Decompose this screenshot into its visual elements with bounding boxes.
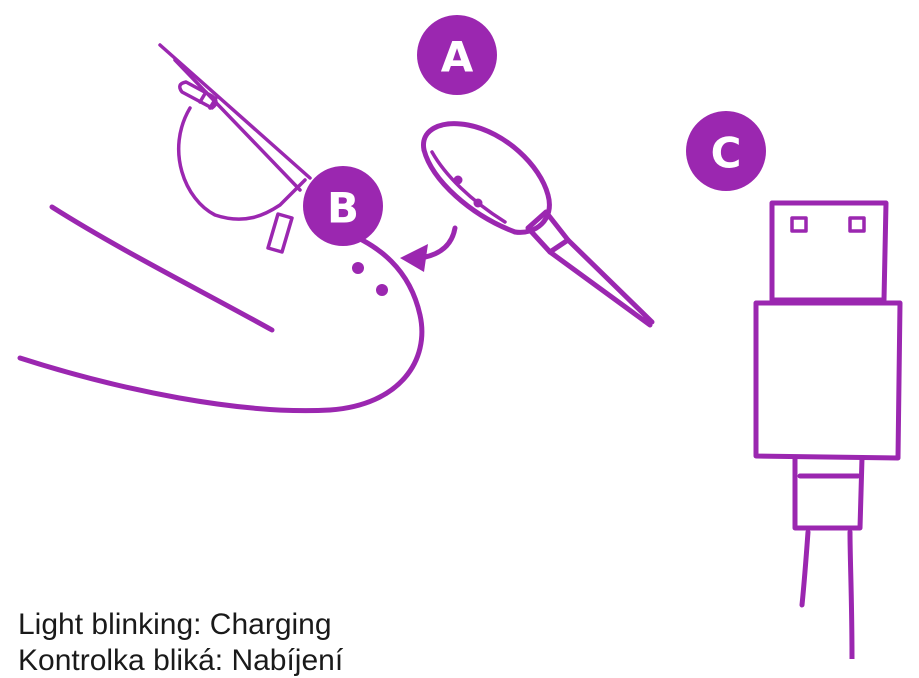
caption-czech: Kontrolka bliká: Nabíjení xyxy=(18,644,344,677)
insert-arrow-icon xyxy=(400,225,458,272)
badge-a: A xyxy=(417,15,497,95)
usb-plug-icon xyxy=(753,200,903,659)
glasses-icon xyxy=(17,43,425,414)
charging-illustration: A B C xyxy=(17,15,903,659)
caption-english: Light blinking: Charging xyxy=(18,608,332,641)
earbud-icon xyxy=(421,121,655,328)
badge-c: C xyxy=(686,111,766,191)
badge-c-label: C xyxy=(711,129,742,178)
badge-a-label: A xyxy=(441,33,474,82)
badge-b: B xyxy=(303,166,383,246)
badge-b-label: B xyxy=(327,184,359,233)
